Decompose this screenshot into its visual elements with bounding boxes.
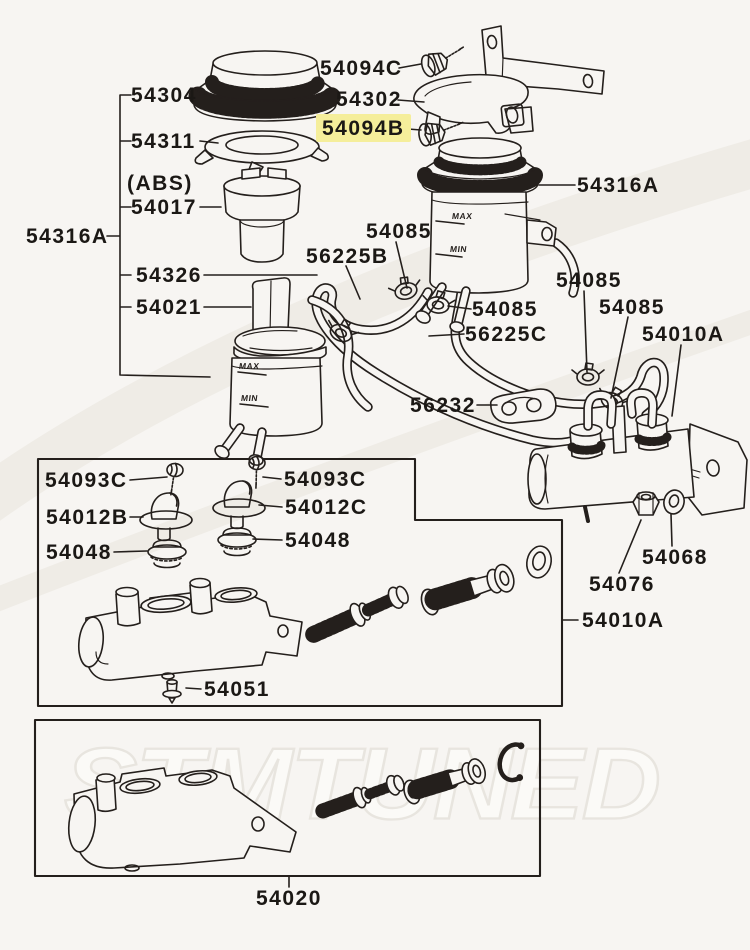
label-54020: 54020	[256, 887, 322, 910]
seal-54311-drawing	[194, 130, 329, 177]
label-54304: 54304	[131, 84, 197, 107]
mark-max-right: MAX	[451, 211, 474, 221]
cylinder-body-54010a-kit-drawing	[77, 577, 303, 681]
label-54094c: 54094C	[320, 57, 403, 80]
callout-leader-lines	[113, 63, 682, 888]
label-abs: (ABS)	[127, 172, 193, 195]
label-54048-left: 54048	[46, 541, 112, 564]
label-54085-mid: 54085	[556, 269, 622, 292]
mark-min-left: MIN	[240, 393, 259, 403]
abs-adapter-54017-drawing	[223, 167, 301, 263]
bolt-hole-highlight	[500, 103, 525, 128]
label-54010a-bottom: 54010A	[582, 609, 665, 632]
label-54316a-left: 54316A	[26, 225, 109, 248]
label-54311: 54311	[131, 130, 196, 153]
cap-54304-drawing	[188, 50, 342, 122]
label-54302: 54302	[336, 88, 402, 111]
piston-assembly-primary-54020-drawing	[315, 774, 405, 819]
label-54085-right: 54085	[599, 296, 665, 319]
kit-box-54010a	[36, 457, 564, 708]
snap-ring-drawing	[497, 742, 525, 783]
label-54316a-right: 54316A	[577, 174, 660, 197]
label-54326: 54326	[136, 264, 202, 287]
stop-bolt-54051-drawing	[161, 672, 182, 704]
label-54085-top: 54085	[366, 220, 432, 243]
label-56225c: 56225C	[465, 323, 548, 346]
washer-ring-drawing	[525, 545, 553, 579]
label-54012c: 54012C	[285, 496, 368, 519]
label-54021: 54021	[136, 296, 202, 319]
label-54093c-right: 54093C	[284, 468, 367, 491]
label-54012b: 54012B	[46, 506, 129, 529]
kit-box-54020	[33, 718, 542, 878]
label-54094b: 54094B	[316, 114, 411, 142]
label-54017: 54017	[131, 196, 197, 219]
master-cylinder-54010a-drawing	[527, 388, 748, 523]
nut-54076-drawing	[632, 491, 660, 516]
callout-bracket-lines	[106, 94, 211, 378]
label-54010a-top: 54010A	[642, 323, 725, 346]
reservoir-54021-drawing	[214, 277, 327, 466]
label-54093c-left: 54093C	[45, 469, 128, 492]
label-56232: 56232	[410, 394, 476, 417]
piston-assembly-secondary-54020-drawing	[403, 758, 487, 805]
label-54068: 54068	[642, 546, 708, 569]
piston-assembly-primary-drawing	[305, 585, 409, 643]
label-54051: 54051	[204, 678, 270, 701]
reservoir-54316a-drawing	[415, 137, 557, 333]
label-54048-right: 54048	[285, 529, 351, 552]
cylinder-body-54020-kit-drawing	[67, 767, 297, 872]
label-54076: 54076	[589, 573, 655, 596]
mark-min-right: MIN	[449, 244, 468, 254]
hoses-drawing	[307, 238, 669, 448]
mark-max-left: MAX	[238, 361, 261, 371]
label-56225b: 56225B	[306, 245, 389, 268]
piston-assembly-secondary-drawing	[420, 563, 515, 616]
clamp-band-54302-drawing	[413, 73, 534, 135]
bracket-strap-drawing	[481, 25, 605, 95]
label-54085-left: 54085	[472, 298, 538, 321]
grommet-56232-drawing	[489, 388, 557, 424]
